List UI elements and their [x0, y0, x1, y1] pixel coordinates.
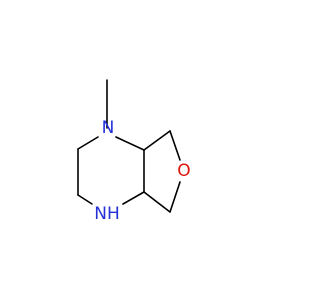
bond-ch2-top-o: [169, 130, 181, 161]
bond-o-ch2-bottom: [169, 181, 181, 213]
bond-c8a-ch2-top: [143, 130, 171, 151]
molecule-diagram: N NH O: [77, 79, 191, 224]
bond-nh-c4a: [122, 191, 145, 205]
bond-ch2-bottom-c4a: [143, 191, 171, 213]
bond-n-c2: [77, 136, 99, 150]
bond-c8a-n: [115, 136, 145, 151]
nitrogen-h-label: NH: [94, 204, 120, 224]
nitrogen-methyl-label: N: [102, 118, 115, 138]
oxygen-label: O: [177, 161, 190, 181]
bond-c3-nh: [77, 194, 93, 205]
